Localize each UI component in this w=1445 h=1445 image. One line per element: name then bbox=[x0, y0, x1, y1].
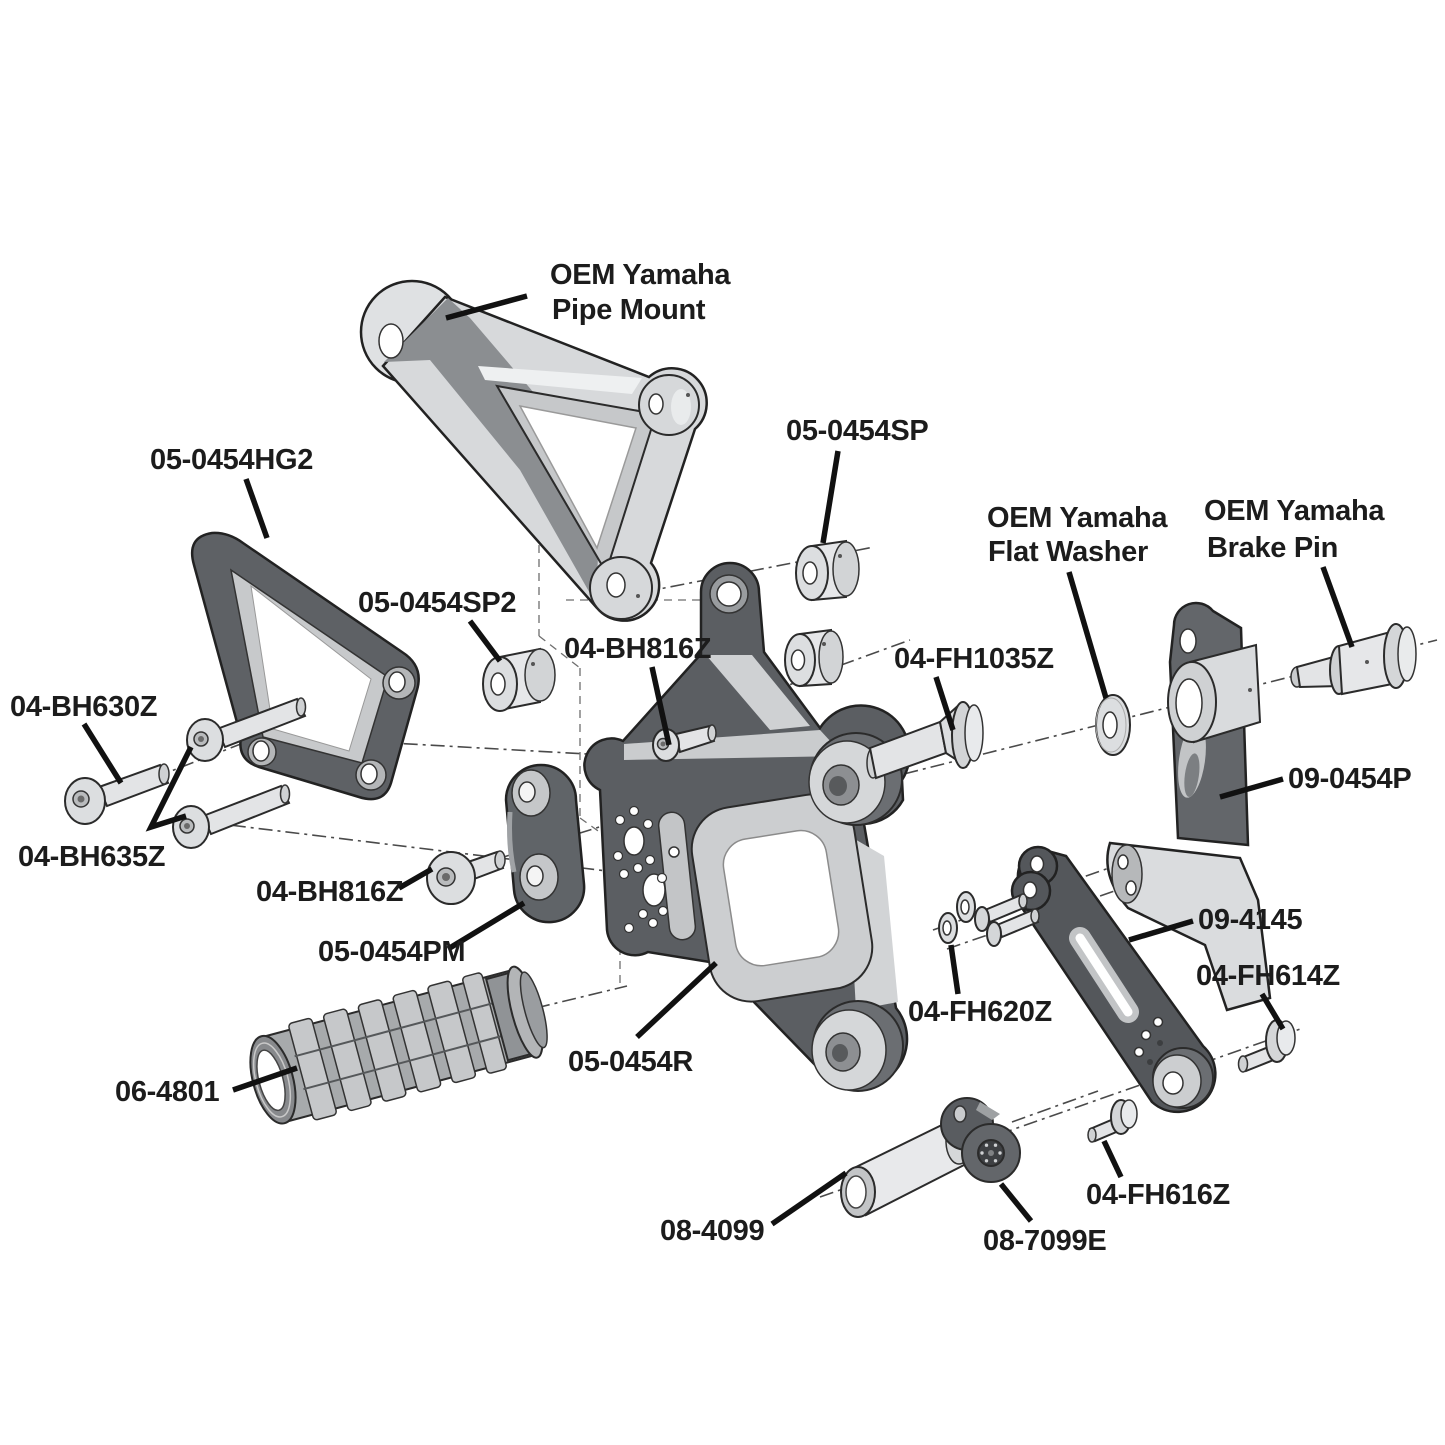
label-bolt-fh616z: 04-FH616Z bbox=[1086, 1179, 1230, 1211]
label-bolt-bh635z: 04-BH635Z bbox=[18, 841, 165, 873]
part-main-bracket bbox=[583, 561, 911, 1092]
label-spacer-sp2: 05-0454SP2 bbox=[358, 587, 516, 619]
part-bolt-bh635z-a bbox=[186, 697, 307, 762]
part-spacer-sp-a bbox=[795, 539, 860, 602]
leader-pipe-mount bbox=[445, 293, 528, 321]
part-bolt-fh620z bbox=[938, 891, 1040, 947]
label-brake-bracket: 09-0454P bbox=[1288, 763, 1411, 795]
leader-bolt-bh816z-lower bbox=[397, 866, 434, 891]
part-toe-peg-mount bbox=[940, 1097, 1021, 1183]
leader-spacer-08-4099 bbox=[770, 1170, 848, 1227]
label-flat-washer-line2: Flat Washer bbox=[988, 536, 1148, 568]
leader-brake-bracket bbox=[1219, 776, 1284, 800]
part-labels: OEM Yamaha Pipe Mount 05-0454HG2 05-0454… bbox=[10, 259, 1412, 1257]
label-pipe-mount-line1: OEM Yamaha bbox=[550, 259, 731, 291]
label-bolt-fh1035z: 04-FH1035Z bbox=[894, 643, 1054, 675]
part-bolt-fh1035z bbox=[866, 701, 984, 780]
label-footpeg: 06-4801 bbox=[115, 1076, 219, 1108]
part-spacer-sp2 bbox=[482, 647, 556, 712]
leader-bolt-bh635z bbox=[145, 745, 194, 832]
knurl-dots bbox=[980, 1143, 1002, 1163]
leader-bolt-bh816z-upper bbox=[649, 666, 672, 746]
label-peg-mount: 05-0454PM bbox=[318, 936, 465, 968]
label-spacer-08-4099: 08-4099 bbox=[660, 1215, 764, 1247]
main-bracket-flange-holes bbox=[612, 805, 669, 934]
part-bolt-bh816z-lower bbox=[426, 850, 506, 905]
leader-bolt-bh630z bbox=[81, 722, 124, 785]
part-brake-pin bbox=[1290, 623, 1417, 696]
label-toe-peg-mount: 08-7099E bbox=[983, 1225, 1106, 1257]
label-bolt-bh816z-lower: 04-BH816Z bbox=[256, 876, 403, 908]
label-heel-guard: 05-0454HG2 bbox=[150, 444, 313, 476]
label-main-bracket: 05-0454R bbox=[568, 1046, 693, 1078]
label-bolt-bh630z: 04-BH630Z bbox=[10, 691, 157, 723]
label-bolt-fh614z: 04-FH614Z bbox=[1196, 960, 1340, 992]
label-brake-arm: 09-4145 bbox=[1198, 904, 1302, 936]
pipe-mount-eye-hole bbox=[378, 323, 404, 359]
leader-toe-peg-mount bbox=[998, 1182, 1034, 1223]
leader-heel-guard bbox=[243, 478, 270, 539]
leader-bolt-fh616z bbox=[1101, 1139, 1124, 1179]
leader-lines bbox=[81, 293, 1355, 1227]
label-pipe-mount-line2: Pipe Mount bbox=[552, 294, 706, 326]
leader-brake-arm bbox=[1128, 918, 1194, 943]
leader-bolt-fh614z bbox=[1259, 992, 1286, 1031]
leader-spacer-sp2 bbox=[467, 619, 503, 663]
label-bolt-fh620z: 04-FH620Z bbox=[908, 996, 1052, 1028]
leader-footpeg bbox=[232, 1065, 298, 1093]
leader-main-bracket bbox=[635, 960, 718, 1040]
leader-peg-mount bbox=[446, 900, 526, 952]
label-brake-pin-line1: OEM Yamaha bbox=[1204, 495, 1385, 527]
leader-bolt-fh1035z bbox=[933, 676, 956, 731]
main-bracket-tab-hole bbox=[716, 581, 742, 607]
leader-spacer-sp bbox=[820, 450, 841, 544]
part-spacer-sp-b bbox=[784, 628, 844, 688]
part-bolt-fh616z bbox=[1087, 1099, 1138, 1143]
part-flat-washer bbox=[1095, 694, 1131, 756]
leader-bolt-fh620z bbox=[948, 944, 961, 995]
part-peg-mount bbox=[504, 763, 586, 924]
part-pipe-mount bbox=[359, 279, 708, 622]
main-bracket-opening bbox=[690, 793, 874, 1003]
label-bolt-bh816z-upper: 04-BH816Z bbox=[564, 633, 711, 665]
label-spacer-sp: 05-0454SP bbox=[786, 415, 928, 447]
part-brake-bracket bbox=[1106, 601, 1272, 1012]
part-brake-arm bbox=[1010, 845, 1217, 1114]
label-flat-washer-line1: OEM Yamaha bbox=[987, 502, 1168, 534]
part-bolt-bh630z bbox=[64, 763, 170, 825]
label-brake-pin-line2: Brake Pin bbox=[1207, 532, 1338, 564]
leader-brake-pin bbox=[1320, 566, 1355, 648]
part-footpeg bbox=[249, 965, 548, 1125]
leader-flat-washer bbox=[1066, 571, 1109, 699]
